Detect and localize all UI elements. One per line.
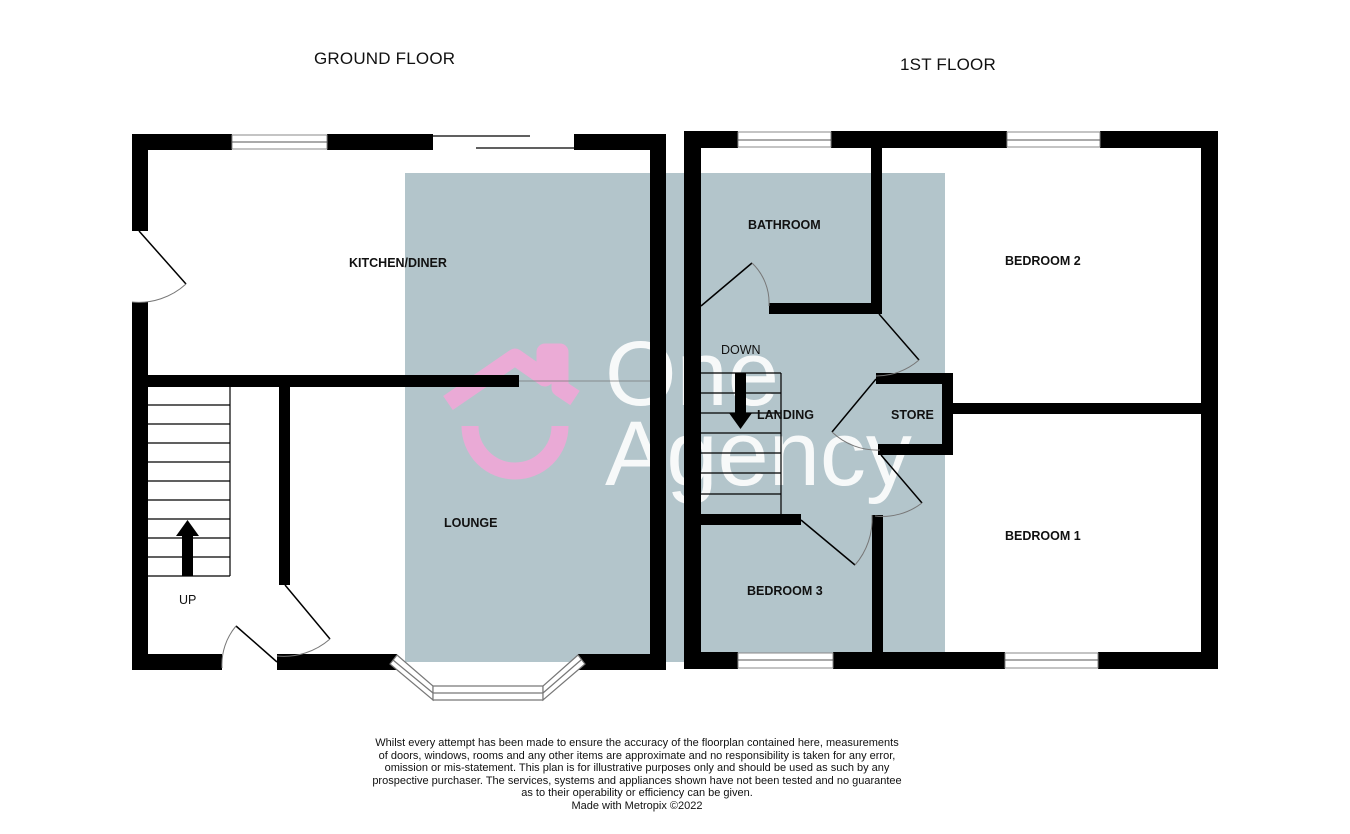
first-window-bathroom-icon	[737, 131, 832, 148]
disclaimer-text: Whilst every attempt has been made to en…	[360, 737, 914, 812]
ground-floor-title: GROUND FLOOR	[314, 49, 456, 68]
ground-kitchen-door-icon	[131, 230, 187, 303]
room-label-bedroom-2: BEDROOM 2	[1005, 254, 1081, 268]
watermark-logo-icon	[443, 343, 580, 480]
room-label-bedroom-3: BEDROOM 3	[747, 584, 823, 598]
first-stairs	[701, 372, 782, 514]
room-label-bedroom-1: BEDROOM 1	[1005, 529, 1081, 543]
bathroom-door-icon	[700, 262, 770, 307]
room-label-kitchen-diner: KITCHEN/DINER	[349, 256, 447, 270]
ground-hall-door-icon	[276, 584, 331, 657]
disclaimer-line: of doors, windows, rooms and any other i…	[378, 749, 896, 762]
disclaimer-line: omission or mis-statement. This plan is …	[384, 762, 890, 774]
first-floor-walls	[684, 131, 1218, 669]
disclaimer-line: as to their operability or efficiency ca…	[521, 787, 753, 799]
first-floor-title: 1ST FLOOR	[900, 55, 996, 74]
bedroom1-door-icon	[874, 454, 923, 517]
first-window-bedroom3-icon	[737, 652, 834, 669]
ground-bay-window-icon	[389, 654, 586, 702]
stairs-up-label: UP	[179, 593, 196, 607]
ground-floor-walls	[132, 134, 666, 670]
first-window-bedroom2-icon	[1006, 131, 1101, 148]
watermark-overlay	[405, 173, 945, 662]
disclaimer-line: Whilst every attempt has been made to en…	[375, 737, 899, 749]
stairs-down-arrow-icon	[729, 373, 752, 429]
room-label-landing: LANDING	[757, 408, 814, 422]
metropix-credit: Made with Metropix ©2022	[571, 799, 703, 812]
first-window-bedroom1-icon	[1004, 652, 1099, 669]
ground-window-kitchen-icon	[231, 134, 328, 150]
stairs-down-label: DOWN	[721, 343, 761, 357]
stairs-up-arrow-icon	[176, 520, 199, 576]
store-door-icon	[831, 378, 881, 451]
disclaimer-line: prospective purchaser. The services, sys…	[372, 774, 902, 787]
ground-sliding-door-icon	[433, 135, 574, 149]
bedroom2-door-icon	[875, 313, 920, 377]
room-label-bathroom: BATHROOM	[748, 218, 821, 232]
room-label-lounge: LOUNGE	[444, 516, 497, 530]
ground-front-door-icon	[221, 625, 278, 669]
bedroom3-door-icon	[800, 514, 873, 566]
room-label-store: STORE	[891, 408, 934, 422]
